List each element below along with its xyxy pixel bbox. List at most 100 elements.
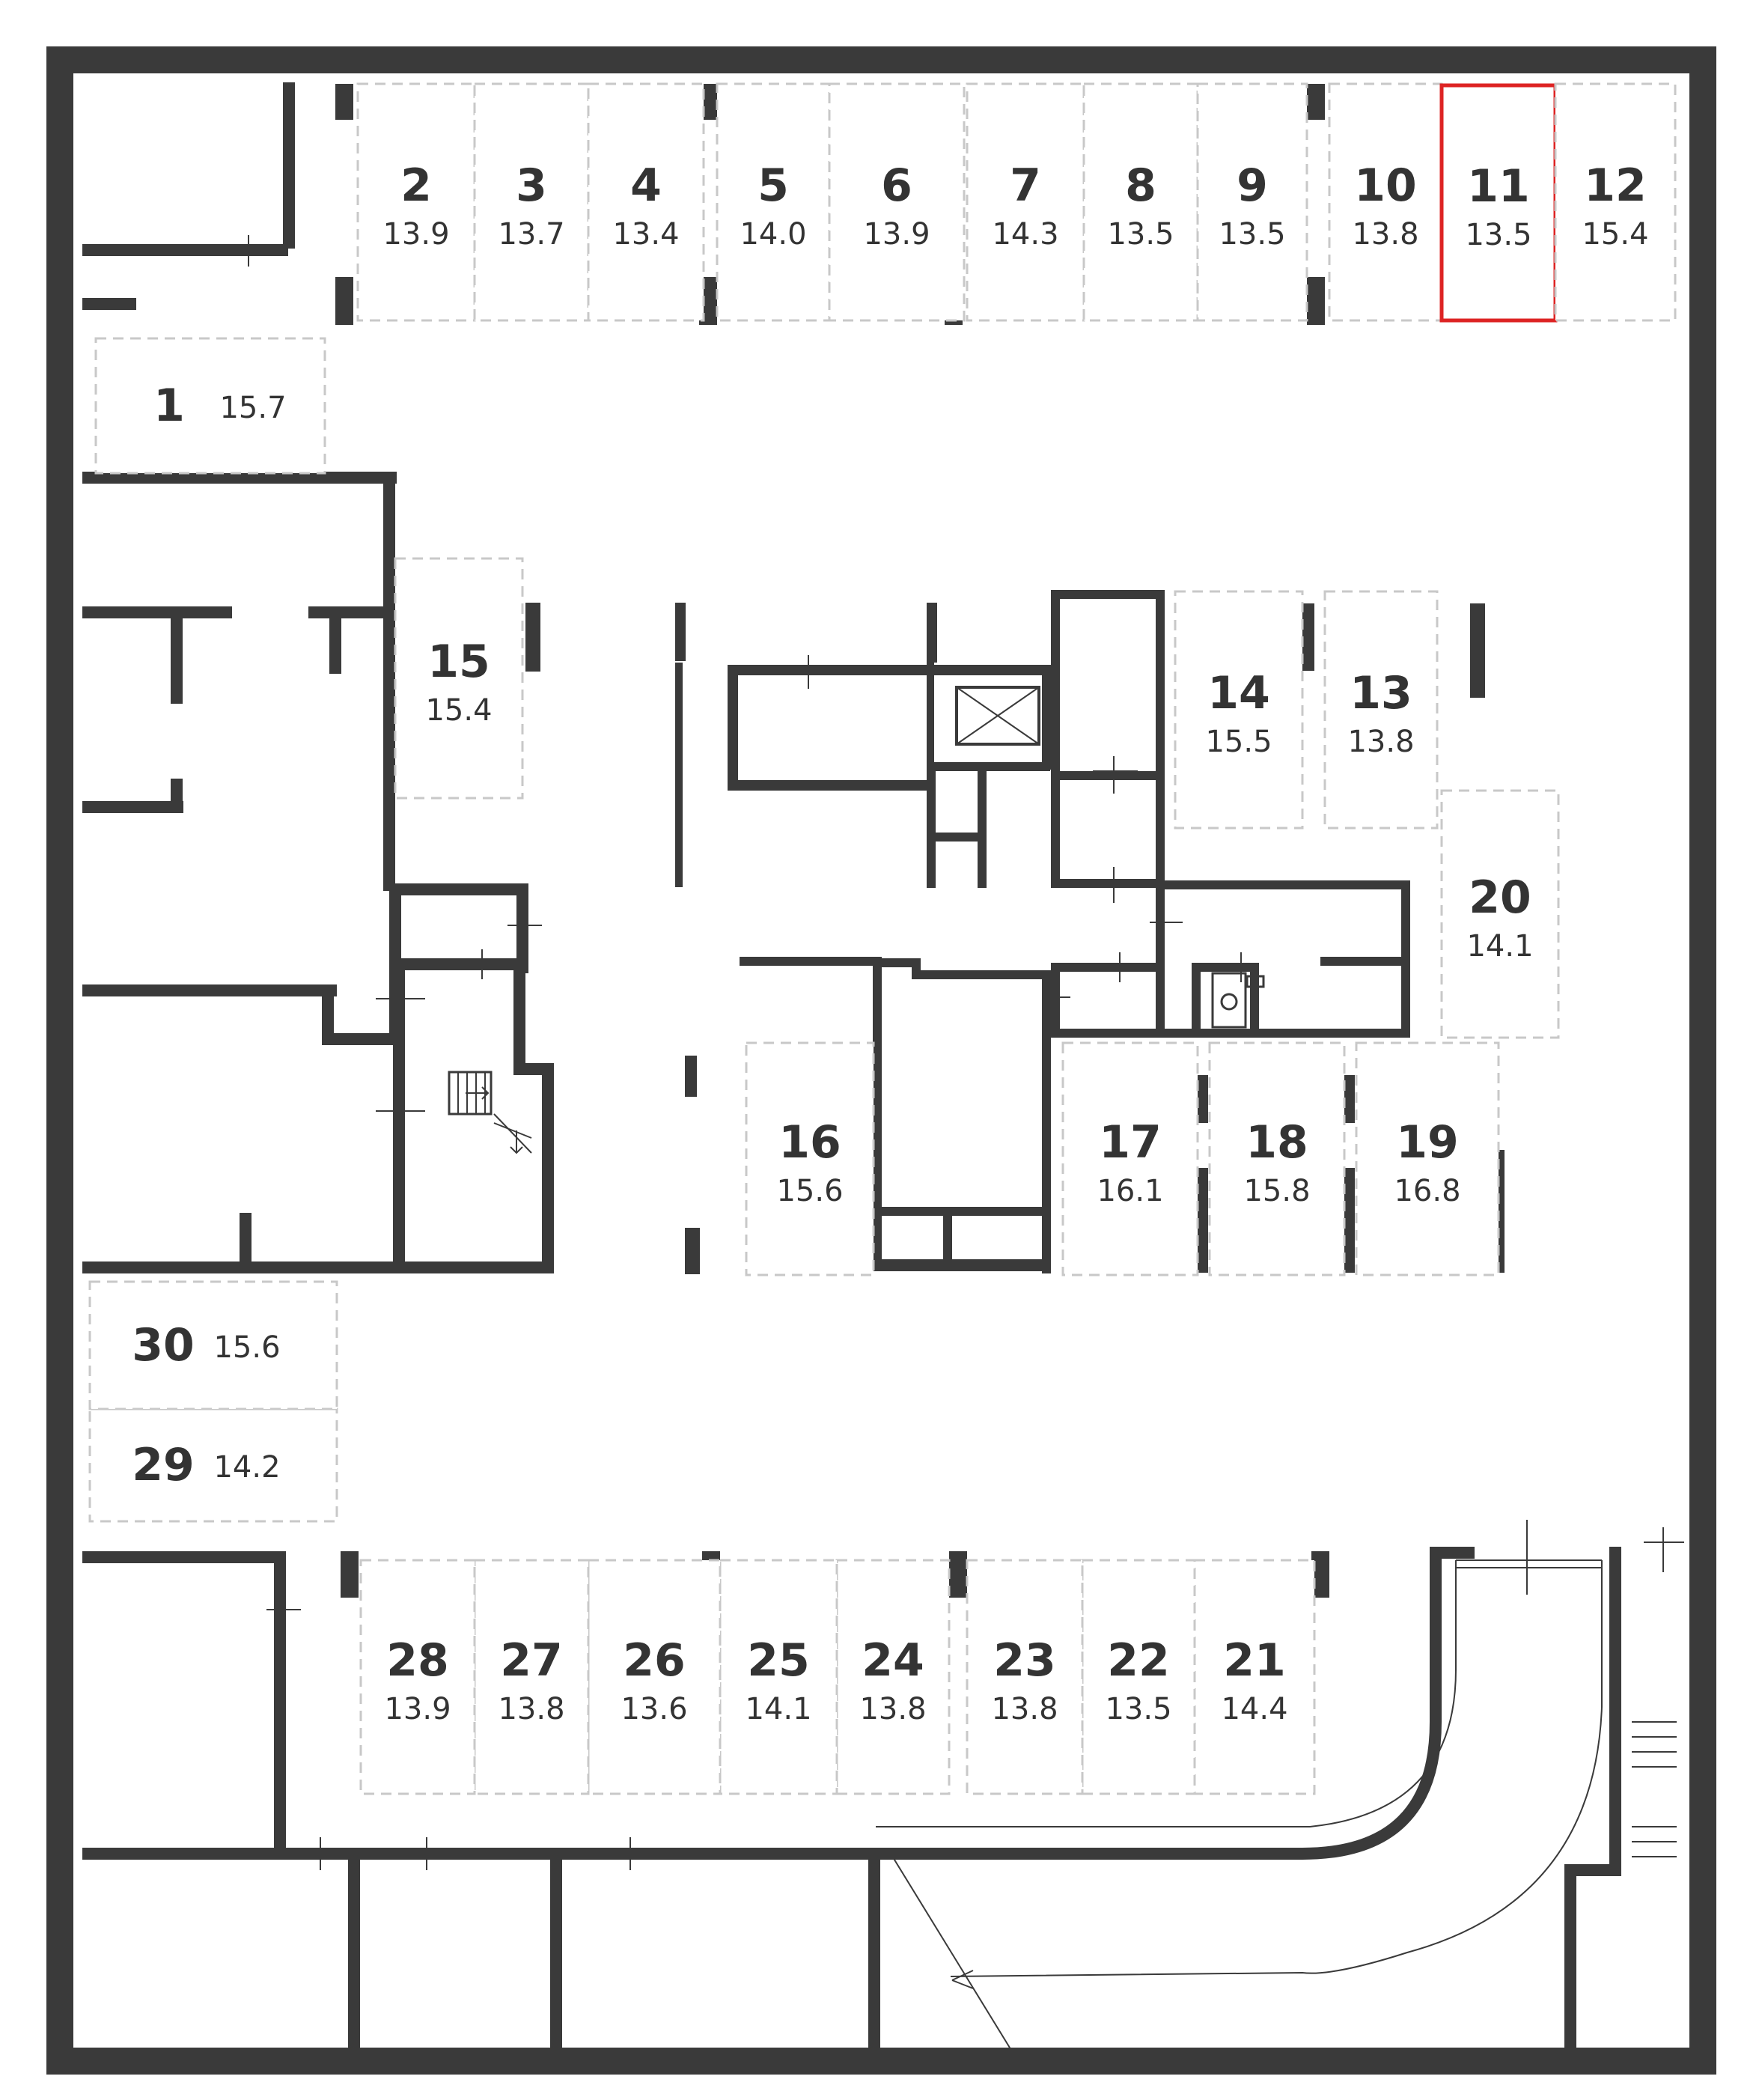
door-icon bbox=[608, 1837, 657, 1870]
parking-spot-area: 15.6 bbox=[776, 1174, 843, 1208]
parking-spot-number: 1 bbox=[153, 380, 185, 432]
parking-spot-number: 3 bbox=[516, 159, 547, 212]
parking-spot-9[interactable]: 913.5 bbox=[1196, 82, 1308, 322]
door-icon bbox=[507, 909, 542, 942]
parking-spot-16[interactable]: 16 15.6 bbox=[745, 1041, 875, 1276]
parking-spot-outline[interactable] bbox=[1061, 1041, 1199, 1276]
parking-spot-27[interactable]: 27 13.8 bbox=[473, 1559, 590, 1795]
parking-spot-outline[interactable] bbox=[1193, 1559, 1316, 1795]
parking-spot-7[interactable]: 714.3 bbox=[966, 82, 1085, 322]
parking-spot-outline[interactable] bbox=[587, 1559, 722, 1795]
parking-spot-area: 14.4 bbox=[1221, 1692, 1287, 1726]
parking-spot-number: 5 bbox=[757, 159, 789, 212]
parking-spot-3[interactable]: 313.7 bbox=[473, 82, 590, 322]
door-icon bbox=[1644, 1527, 1684, 1572]
parking-spot-2[interactable]: 213.9 bbox=[356, 82, 476, 322]
parking-spot-outline[interactable] bbox=[587, 82, 705, 322]
ramp-lane bbox=[876, 1559, 1603, 2052]
parking-spot-outline[interactable] bbox=[1081, 1559, 1196, 1795]
parking-spot-outline[interactable] bbox=[1196, 82, 1308, 322]
parking-spot-outline[interactable] bbox=[1174, 590, 1304, 830]
parking-spot-outline[interactable] bbox=[966, 82, 1085, 322]
door-icon bbox=[1150, 906, 1183, 943]
parking-spot-area: 14.1 bbox=[745, 1692, 811, 1726]
parking-spot-outline[interactable] bbox=[359, 1559, 476, 1795]
parking-spot-6[interactable]: 613.9 bbox=[828, 82, 966, 322]
door-icon bbox=[376, 979, 425, 1018]
parking-spot-area: 16.1 bbox=[1097, 1174, 1163, 1208]
parking-spot-outline[interactable] bbox=[1439, 83, 1558, 323]
door-icon bbox=[376, 1092, 425, 1130]
toilet-icon bbox=[1211, 972, 1265, 1029]
door-icon bbox=[406, 1837, 448, 1870]
parking-spot-outline[interactable] bbox=[966, 1559, 1084, 1795]
parking-spot-area: 15.4 bbox=[1582, 217, 1648, 252]
parking-spot-outline[interactable] bbox=[88, 1280, 338, 1410]
outer-walls bbox=[46, 46, 1716, 2075]
parking-spot-area: 13.6 bbox=[621, 1692, 687, 1726]
parking-spot-outline[interactable] bbox=[1554, 82, 1677, 322]
parking-spot-4[interactable]: 413.4 bbox=[587, 82, 705, 322]
parking-spot-outline[interactable] bbox=[1323, 590, 1439, 830]
parking-spot-outline[interactable] bbox=[1440, 789, 1560, 1039]
parking-spot-number: 9 bbox=[1237, 159, 1268, 212]
parking-spot-area: 13.5 bbox=[1105, 1692, 1171, 1726]
parking-spot-outline[interactable] bbox=[1082, 82, 1199, 322]
parking-spot-outline[interactable] bbox=[473, 82, 590, 322]
parking-spot-number: 18 bbox=[1246, 1116, 1308, 1169]
parking-spot-area: 14.2 bbox=[213, 1450, 280, 1485]
parking-spot-number: 27 bbox=[500, 1634, 563, 1687]
parking-spot-outline[interactable] bbox=[719, 1559, 838, 1795]
parking-spot-outline[interactable] bbox=[828, 82, 966, 322]
parking-spot-outline[interactable] bbox=[1208, 1041, 1346, 1276]
parking-spot-number: 11 bbox=[1467, 160, 1530, 213]
parking-spot-area: 15.6 bbox=[213, 1330, 280, 1365]
parking-spot-number: 14 bbox=[1207, 667, 1270, 719]
door-icon bbox=[1512, 1520, 1542, 1595]
parking-spot-number: 16 bbox=[778, 1116, 841, 1169]
parking-spot-area: 13.5 bbox=[1219, 217, 1285, 252]
parking-spot-number: 19 bbox=[1396, 1116, 1459, 1169]
parking-spot-19[interactable]: 19 16.8 bbox=[1355, 1041, 1500, 1276]
ramp-outer-wall bbox=[876, 1670, 1442, 1860]
door-icon bbox=[1042, 982, 1070, 1012]
parking-spot-26[interactable]: 26 13.6 bbox=[587, 1559, 722, 1795]
parking-spot-area: 13.5 bbox=[1107, 217, 1174, 252]
parking-spot-outline[interactable] bbox=[394, 557, 524, 800]
parking-spot-area: 15.7 bbox=[219, 391, 286, 425]
parking-spot-outline[interactable] bbox=[473, 1559, 590, 1795]
parking-spot-area: 16.8 bbox=[1394, 1174, 1460, 1208]
parking-spot-number: 26 bbox=[623, 1634, 686, 1687]
parking-spot-number: 24 bbox=[862, 1634, 924, 1687]
parking-spot-number: 6 bbox=[881, 159, 912, 212]
parking-spot-5[interactable]: 514.0 bbox=[716, 82, 831, 322]
parking-spot-area: 13.8 bbox=[498, 1692, 564, 1726]
parking-spot-area: 13.7 bbox=[498, 217, 564, 252]
parking-spot-8[interactable]: 813.5 bbox=[1082, 82, 1199, 322]
parking-spot-number: 15 bbox=[427, 636, 490, 688]
parking-spot-outline[interactable] bbox=[1355, 1041, 1500, 1276]
parking-spot-outline[interactable] bbox=[94, 337, 326, 475]
parking-spot-outline[interactable] bbox=[356, 82, 476, 322]
door-icon bbox=[266, 1593, 301, 1626]
parking-spot-outline[interactable] bbox=[745, 1041, 875, 1276]
